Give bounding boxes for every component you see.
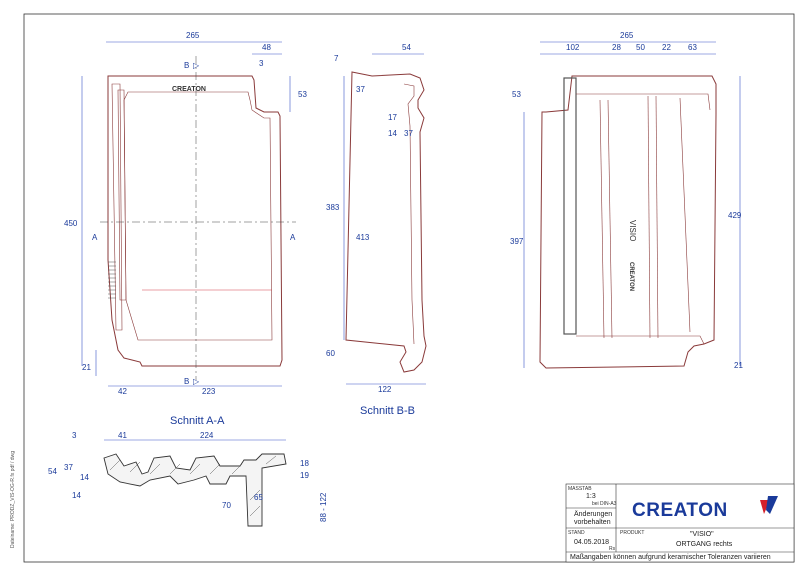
front-tile-outline [107, 75, 283, 367]
section-arrow-b-top: ▷ [193, 61, 200, 70]
front-tile-left-rib2 [117, 89, 127, 301]
back-view: VISIO CREATON 265 102 28 50 22 63 53 397… [510, 31, 743, 370]
dim-50: 50 [636, 43, 645, 52]
dim-aa-54: 54 [48, 467, 57, 476]
dim-53-front: 53 [298, 90, 307, 99]
dim-265-top: 265 [186, 31, 200, 40]
dim-aa-65: 65 [254, 493, 263, 502]
dim-265-back: 265 [620, 31, 634, 40]
front-logo: CREATON [172, 86, 206, 93]
back-rib-5 [679, 97, 691, 333]
section-mark-b-bottom: B [184, 377, 189, 386]
dim-63: 63 [688, 43, 697, 52]
dim-14-side: 14 [388, 129, 397, 138]
dim-21-front: 21 [82, 363, 91, 372]
front-view: CREATON 265 48 3 53 450 21 42 223 B ▷ B … [64, 31, 307, 396]
title-block-frame [565, 483, 795, 563]
tb-stand-label: STAND [568, 530, 585, 536]
tb-date: 04.05.2018 [574, 539, 609, 546]
dim-aa-14b: 14 [72, 491, 81, 500]
caption-schnitt-aa: Schnitt A-A [170, 415, 225, 427]
dim-37-side: 37 [356, 85, 365, 94]
dim-54-side: 54 [402, 43, 411, 52]
dim-223: 223 [202, 387, 216, 396]
section-aa: Schnitt A-A 3 41 224 54 37 14 14 18 19 7… [48, 415, 328, 527]
back-top-rim [576, 93, 711, 111]
dim-397: 397 [510, 237, 524, 246]
title-block: MASSTAB 1:3 bei DIN-A3 Änderungen vorbeh… [565, 483, 795, 563]
tb-scale: 1:3 [586, 493, 596, 500]
sheet-border [23, 13, 795, 563]
brand-mark-icon [760, 496, 778, 514]
dim-aa-3: 3 [72, 431, 77, 440]
dim-22: 22 [662, 43, 671, 52]
back-rib-2 [607, 99, 613, 339]
dim-aa-224: 224 [200, 431, 214, 440]
section-arrow-b-bottom: ▷ [193, 377, 200, 386]
dim-37b-side: 37 [404, 129, 413, 138]
front-tile-left-rib [111, 83, 123, 331]
back-rib-4 [655, 95, 659, 339]
dim-42: 42 [118, 387, 127, 396]
dim-aa-18: 18 [300, 459, 309, 468]
tb-brand-logo: CREATON [632, 500, 728, 521]
dim-122-side: 122 [378, 385, 392, 394]
dim-102: 102 [566, 43, 580, 52]
dim-53-back: 53 [512, 90, 521, 99]
caption-schnitt-bb: Schnitt B-B [360, 405, 415, 417]
section-aa-profile [103, 453, 287, 527]
dim-7-side: 7 [334, 54, 339, 63]
section-aa-hatch [109, 455, 277, 517]
back-emboss-creaton: CREATON [628, 262, 634, 291]
front-left-teeth [108, 261, 116, 299]
back-left-rail [563, 77, 577, 335]
dim-48: 48 [262, 43, 271, 52]
tb-produkt-label: PRODUKT [620, 530, 644, 536]
dim-aa-70: 70 [222, 501, 231, 510]
dim-aa-41: 41 [118, 431, 127, 440]
dim-aa-88-122: 88 - 122 [319, 492, 328, 522]
side-margin-text: Dateiname: PRODZ_VIS-OG-R.fx pdf / dwg [10, 451, 16, 548]
section-mark-a-left: A [92, 233, 98, 242]
section-mark-b-top: B [184, 61, 189, 70]
tb-changes-line2: vorbehalten [574, 519, 611, 526]
tb-changes-line1: Änderungen [574, 510, 612, 518]
tb-disclaimer: Maßangaben können aufgrund keramischer T… [570, 554, 771, 561]
dim-413: 413 [356, 233, 370, 242]
side-view: 54 7 37 17 14 37 383 413 60 122 Schnitt … [326, 43, 427, 417]
dim-17-side: 17 [388, 113, 397, 122]
front-tile-inner [123, 91, 273, 341]
tb-rs: Rs [609, 546, 616, 552]
dim-aa-37: 37 [64, 463, 73, 472]
tb-scale-note: bei DIN-A3 [592, 501, 617, 507]
tb-product-variant: ORTGANG rechts [676, 541, 733, 548]
tb-product-name: "VISIO" [690, 531, 714, 538]
tb-massstab-label: MASSTAB [568, 486, 592, 492]
side-inner [403, 83, 415, 345]
dim-aa-19: 19 [300, 471, 309, 480]
back-rib-1 [599, 99, 605, 339]
side-outline [345, 71, 427, 373]
dim-3-front: 3 [259, 59, 264, 68]
dim-21-back: 21 [734, 361, 743, 370]
back-bottom-rim [576, 335, 705, 345]
back-rib-3 [647, 95, 651, 339]
dim-28: 28 [612, 43, 621, 52]
dim-aa-14: 14 [80, 473, 89, 482]
back-emboss-visio: VISIO [628, 220, 637, 241]
dim-429: 429 [728, 211, 742, 220]
dim-383: 383 [326, 203, 340, 212]
dim-60-side: 60 [326, 349, 335, 358]
section-mark-a-right: A [290, 233, 296, 242]
dim-450: 450 [64, 219, 78, 228]
